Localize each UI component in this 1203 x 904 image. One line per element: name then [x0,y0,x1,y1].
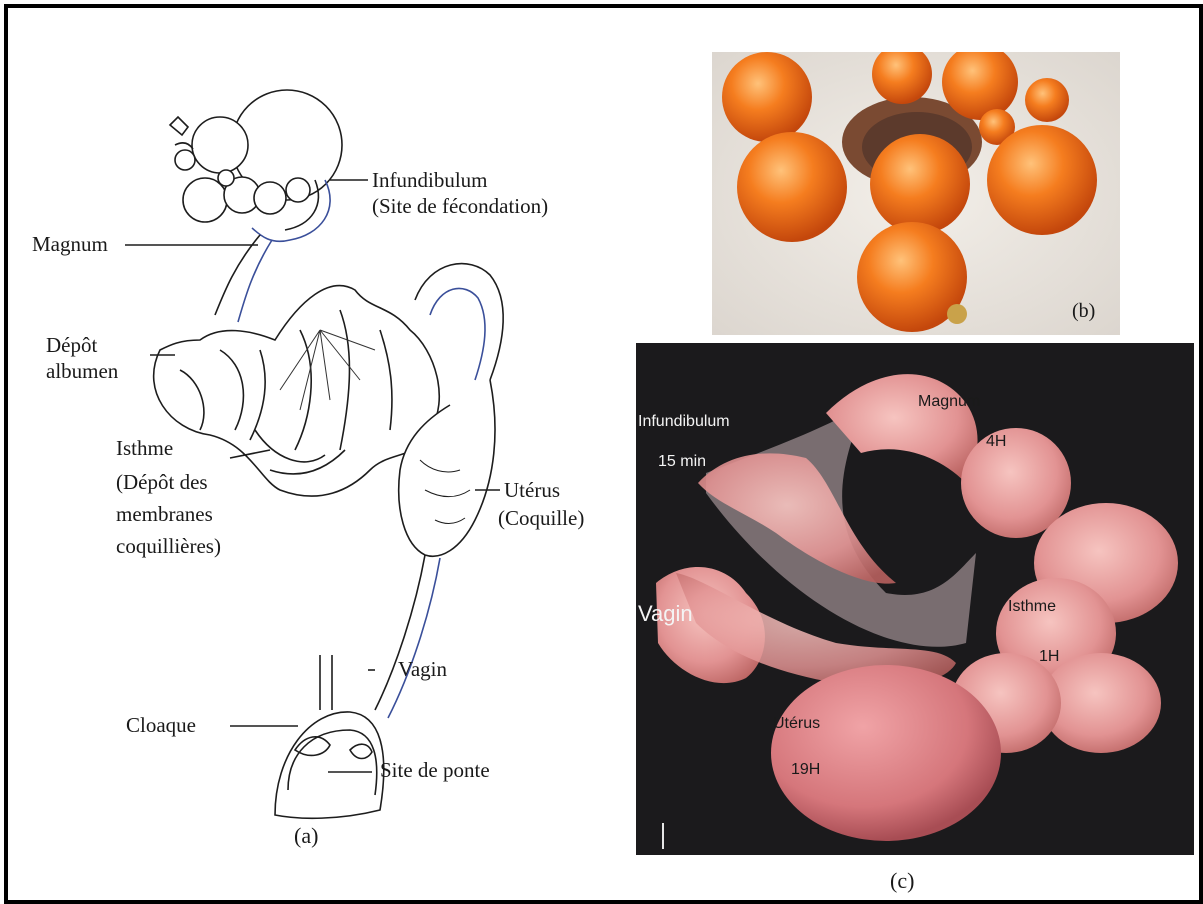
photo-label-magnum: Magnum [918,393,980,411]
caption-c: (c) [890,868,914,894]
label-isthme-3: membranes [116,502,213,526]
photo-label-uterus-time: 19H [791,761,820,779]
label-isthme-2: (Dépôt des [116,470,208,494]
panel-b-ovary-photo: (b) [712,52,1120,335]
label-isthme-4: coquillières) [116,534,221,558]
photo-label-isthme: Isthme [1008,598,1056,616]
photo-label-infundibulum-time: 15 min [658,453,706,471]
photo-label-vagin: Vagin [638,601,693,627]
caption-a: (a) [294,823,318,849]
label-uterus-2: (Coquille) [498,506,584,530]
photo-label-infundibulum: Infundibulum [638,413,730,431]
label-magnum: Magnum [32,232,108,256]
ovary-photo [712,52,1120,335]
panel-a-drawing: Infundibulum (Site de fécondation) Magnu… [20,50,640,880]
panel-c-oviduct-photo: Infundibulum 15 min Magnum 4H Vagin Isth… [636,343,1194,855]
label-depot-1: Dépôt [46,333,97,357]
oviduct-drawing [20,50,640,880]
ovary-follicles [170,90,342,222]
label-depot-2: albumen [46,359,118,383]
label-infundibulum-sub: (Site de fécondation) [372,194,548,218]
caption-b: (b) [1072,300,1095,323]
label-infundibulum: Infundibulum [372,168,488,192]
label-uterus-1: Utérus [504,478,560,502]
label-cloaque: Cloaque [126,713,196,737]
photo-label-magnum-time: 4H [986,433,1006,451]
photo-label-isthme-time: 1H [1039,648,1059,666]
photo-label-uterus: Utérus [773,715,820,733]
label-site-ponte: Site de ponte [380,758,490,782]
label-vagin: Vagin [398,657,447,681]
label-isthme-1: Isthme [116,436,173,460]
